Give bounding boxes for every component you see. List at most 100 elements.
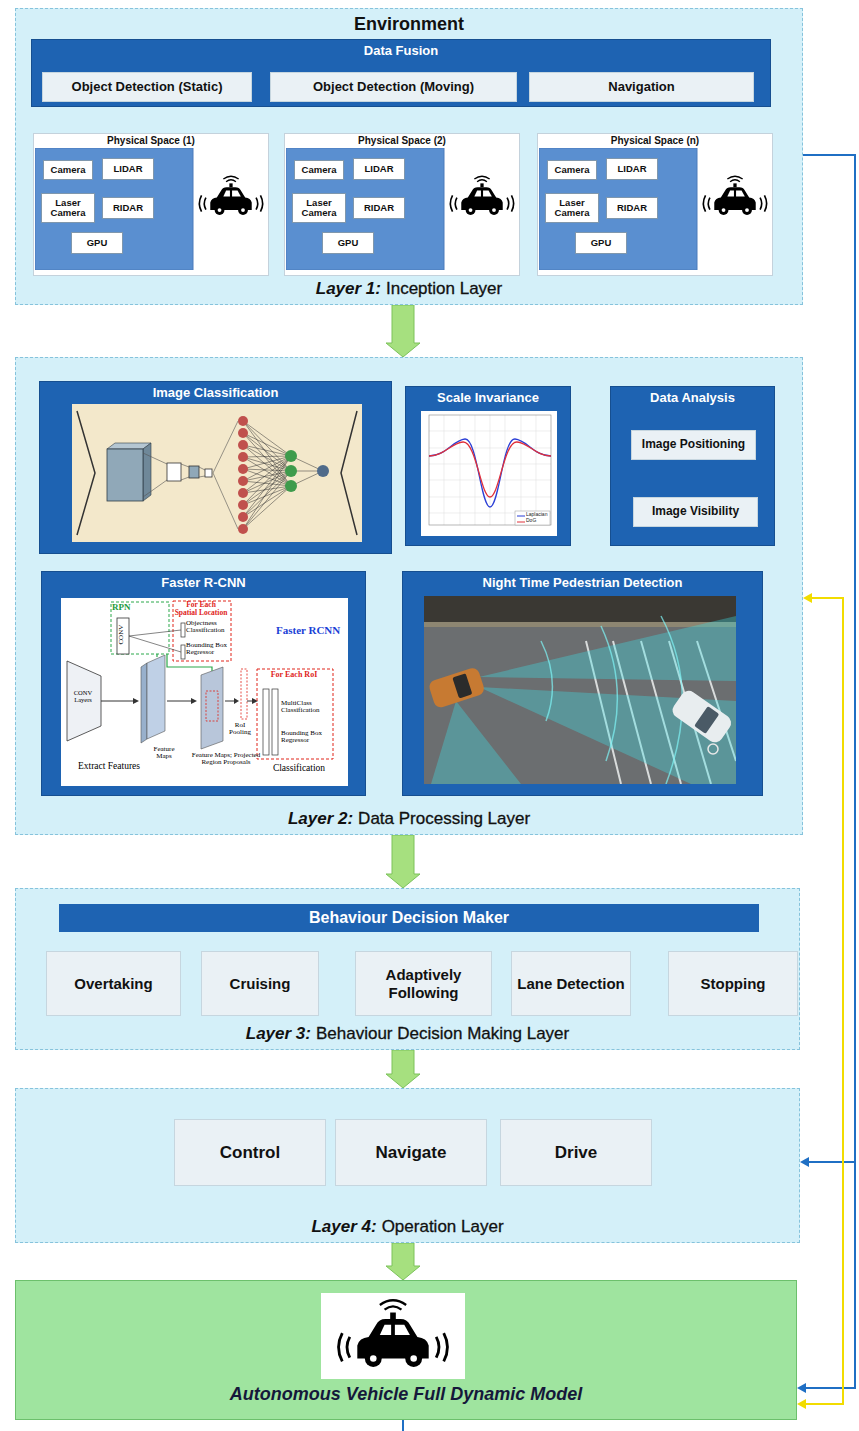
rect-part [424,596,736,784]
module-box: Data AnalysisImage PositioningImage Visi… [610,386,775,546]
function-box: Adaptively Following [355,951,492,1016]
rect-part [421,411,557,536]
sensor-box: RIDAR [606,197,658,219]
rect-part [669,688,734,746]
sensor-box: Laser Camera [41,193,95,223]
circle-part [238,476,248,486]
rect-part [428,666,486,709]
node-label: Camera [302,165,337,175]
node-label: RIDAR [364,203,394,213]
g-part [428,666,486,709]
node-label: Image Visibility [652,505,739,519]
node-label: Behaviour Decision Making Layer [316,1024,569,1043]
circle-part [238,416,248,426]
function-box: Navigation [529,72,754,102]
node-label: Inception Layer [386,279,502,298]
flow-arrow [386,1050,420,1088]
connector [386,1243,420,1280]
night-photo [424,596,736,784]
sensor-box: GPU [71,232,123,254]
node-label: Data Processing Layer [358,809,530,828]
use-part [703,176,766,215]
g-part [285,450,297,492]
arrow-head [797,1399,806,1409]
node-label: Physical Space (n) [538,135,772,146]
arrow-head [797,1383,806,1393]
function-box: Overtaking [46,951,181,1016]
path-part [517,522,525,523]
circle-part [317,465,329,477]
module-box: Night Time Pedestrian Detection [402,571,763,796]
sensor-box: GPU [575,232,627,254]
rect-part [205,469,212,477]
circle-part [238,452,248,462]
path-part [517,516,525,517]
function-box: Cruising [201,951,319,1016]
function-box: Image Positioning [631,430,756,460]
node-label: Object Detection (Moving) [313,80,474,95]
use-part [339,1300,448,1367]
path-part [225,701,235,702]
connector [797,593,843,1409]
module-box: Faster R-CNN [41,571,366,796]
node-label: Physical Space (2) [285,135,519,146]
physical-space-panel: Physical Space (n)CameraLIDARLaser Camer… [537,133,773,276]
polygon-part [147,655,165,739]
layer-band: Layer 4:Operation LayerControlNavigateDr… [15,1088,800,1243]
connector [800,155,855,1167]
rect-part [272,689,278,755]
path-part [156,654,157,657]
node-label: RIDAR [113,203,143,213]
physical-space-panel: Physical Space (1)CameraLIDARLaser Camer… [33,133,269,276]
path-part [129,630,181,652]
node-label: GPU [591,238,612,248]
path-part [143,453,205,497]
path-part [429,442,551,497]
node-label: Laser Camera [43,198,93,219]
node-label: Image Classification [40,385,391,400]
rect-part [72,404,362,542]
decision-bar: Behaviour Decision Maker [59,904,759,932]
node-label: Environment [16,14,802,35]
g-part [429,415,551,525]
path-part [341,411,357,535]
node-label: Layer 4: [311,1217,376,1236]
flow-arrow [386,1243,420,1280]
rect-part [424,596,736,622]
path-part [167,701,193,702]
node-label: Data Analysis [611,390,774,405]
node-label: Image Positioning [642,438,745,452]
polygon-part [479,687,736,784]
node-label: Scale Invariance [406,390,570,405]
panel-head: Physical Space (n) [538,135,772,146]
cnn-illustration [72,404,362,542]
polygon-part [141,663,147,743]
module-box: Image Classification [39,381,392,554]
module-box: Data FusionObject Detection (Static)Obje… [31,39,771,107]
layer-band: EnvironmentLayer 1:Inception LayerData F… [15,8,803,305]
sensor-box: Camera [547,160,597,180]
band-foot: Layer 4:Operation Layer [16,1217,799,1237]
polygon-part [191,698,197,704]
dark-head: Night Time Pedestrian Detection [403,575,762,590]
rect-part [181,645,185,659]
sensor-box: Camera [294,160,344,180]
node-label: Cruising [230,975,291,992]
node-label: Camera [555,165,590,175]
rect-part [263,689,269,755]
circle-part [238,488,248,498]
g-part [238,416,248,534]
rect-part [117,618,129,654]
connector [797,155,855,1393]
path-part [213,421,238,529]
rect-part [515,511,550,525]
vehicle-model-box: Autonomous Vehicle Full Dynamic Model [15,1280,797,1420]
sensor-box: GPU [322,232,374,254]
rect-part [241,669,247,719]
node-label: Data Fusion [32,43,770,58]
node-label: Navigation [608,80,674,95]
function-box: Image Visibility [633,497,758,527]
rect-part [539,148,697,270]
node-label: Laser Camera [294,198,344,219]
connector [386,1050,420,1088]
